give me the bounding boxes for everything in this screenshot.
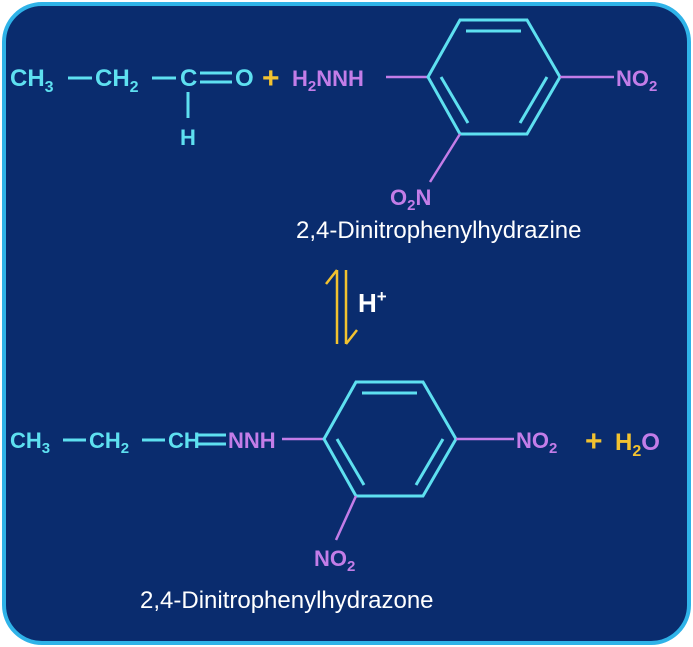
acid-catalyst: H+ <box>358 287 387 318</box>
hydrazone-name: 2,4-Dinitrophenylhydrazone <box>140 587 434 614</box>
nitro-group-right: NO2 <box>616 66 657 95</box>
product-nnh-group: NNH <box>228 428 276 453</box>
water-molecule: H2O <box>615 429 660 460</box>
product-nitro-bottom: NO2 <box>314 546 355 575</box>
nitro-group-bottom: O2N <box>390 185 431 214</box>
ring-inner-bond-2b <box>414 438 445 486</box>
forward-arrow-head <box>325 269 338 285</box>
product-bond-ring-no2-bottom <box>334 495 358 541</box>
ch2-group: CH2 <box>95 65 139 96</box>
ch3-group: CH3 <box>10 65 54 96</box>
product-hydrazone: CH3 CH2 CH NNH NO2 NO2 2,4-Dinitrophenyl… <box>10 380 557 614</box>
reverse-arrow-head <box>345 329 358 345</box>
aldehyde-hydrogen: H <box>180 125 196 150</box>
carbonyl-oxygen: O <box>235 65 254 92</box>
product-ch3-group: CH3 <box>10 428 50 457</box>
product-ch-group: CH <box>168 428 200 453</box>
hydrazine-group: H2NNH <box>292 66 364 95</box>
reactant-dnph: H2NNH NO2 O2N 2,4-Dinitrophenylhydrazine <box>292 18 657 244</box>
ring-inner-bond-1c <box>439 76 470 124</box>
dnph-name: 2,4-Dinitrophenylhydrazine <box>296 217 582 244</box>
ring-inner-bond-1b <box>518 76 549 124</box>
ring-inner-bond-2c <box>335 438 366 486</box>
product-ch2-group: CH2 <box>89 428 129 457</box>
reactant-propanal: CH3 CH2 C O H <box>10 65 254 150</box>
carbonyl-carbon: C <box>180 65 197 92</box>
plus-sign-products: + <box>585 425 603 458</box>
product-nitro-right: NO2 <box>516 428 557 457</box>
plus-sign-reactants: + <box>262 62 280 95</box>
equilibrium-arrows <box>325 269 358 345</box>
bond-ring-o2n <box>428 133 462 183</box>
